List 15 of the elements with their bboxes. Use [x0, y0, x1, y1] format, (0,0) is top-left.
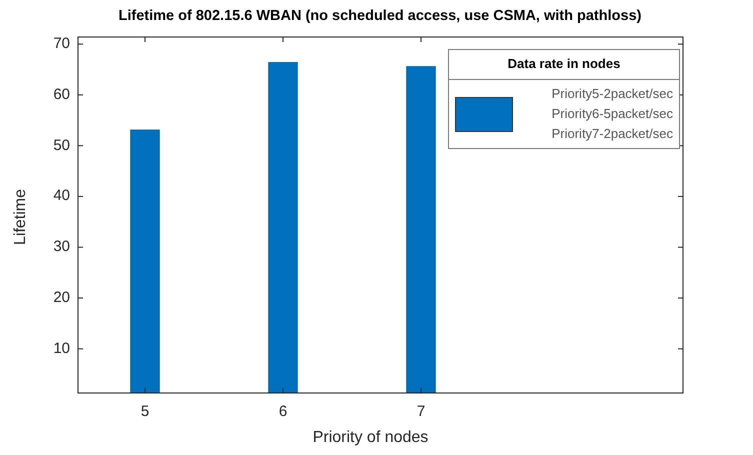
- x-tick-label: 7: [416, 403, 426, 420]
- chart-title: Lifetime of 802.15.6 WBAN (no scheduled access, use CSMA, with pathloss): [118, 8, 642, 24]
- y-tick-label: 70: [53, 35, 70, 52]
- legend-title: Data rate in nodes: [508, 56, 620, 71]
- y-tick-label: 40: [53, 187, 70, 204]
- y-tick-label: 60: [53, 86, 70, 103]
- x-axis-title: Priority of nodes: [312, 429, 428, 447]
- x-tick-label: 6: [278, 403, 288, 420]
- legend-label: Priority5-2packet/sec Priority6-5packet/sec Priority7-2packet/sec: [550, 85, 673, 143]
- y-tick-label: 30: [53, 238, 70, 256]
- y-tick-label: 20: [53, 289, 70, 306]
- y-tick-label: 10: [53, 340, 70, 357]
- y-tick-label: 50: [53, 136, 70, 154]
- y-axis-title: Lifetime: [12, 188, 30, 245]
- x-tick-label: 5: [140, 403, 150, 420]
